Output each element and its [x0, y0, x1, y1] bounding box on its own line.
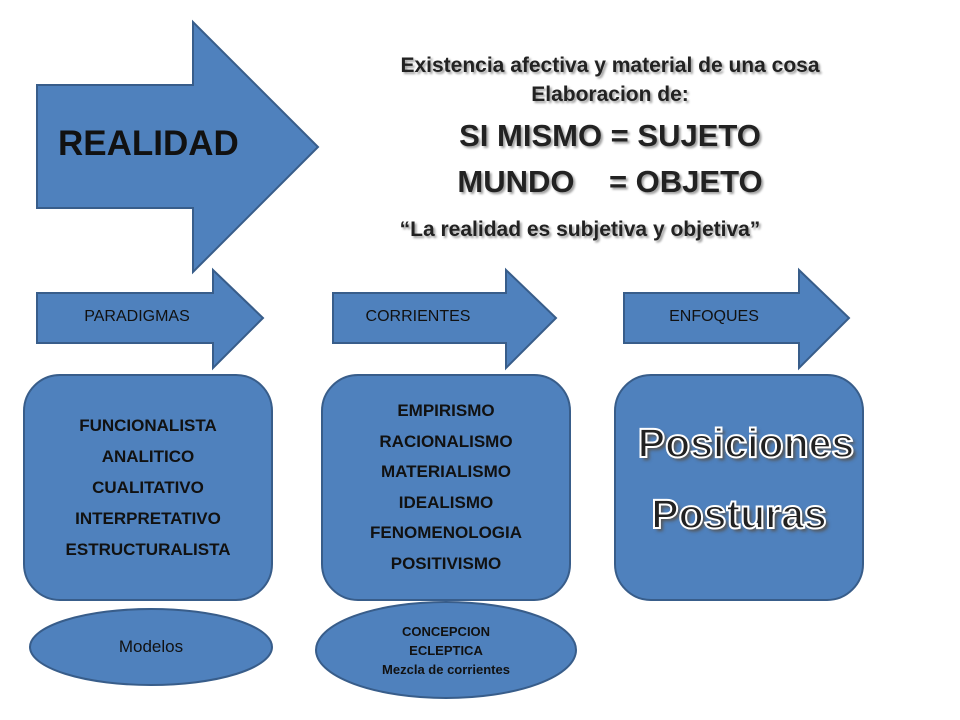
paradigmas-arrow: [36, 267, 265, 371]
paradigmas-box: [23, 374, 273, 601]
list-item: INTERPRETATIVO: [75, 509, 221, 528]
modelos-oval: [29, 608, 273, 686]
enfoques-arrow: [623, 267, 851, 371]
paradigmas-label: PARADIGMAS: [84, 308, 190, 325]
header-line-3: SI MISMO = SUJETO: [459, 118, 761, 153]
concepcion-oval: [315, 601, 577, 699]
list-item: MATERIALISMO: [380, 462, 511, 481]
list-item: POSITIVISMO: [390, 553, 502, 573]
concepcion-line: ECLEPTICA: [409, 642, 483, 658]
corrientes-box: [321, 374, 571, 601]
enfoques-box: [614, 374, 864, 601]
list-item: FENOMENOLOGIA: [369, 523, 523, 542]
enfoques-posturas: Posturas: [650, 490, 827, 538]
corrientes-label: CORRIENTES: [365, 308, 471, 325]
concepcion-label: CONCEPCION ECLEPTICA Mezcla de corriente…: [316, 606, 576, 694]
list-item: CUALITATIVO: [92, 478, 204, 497]
concepcion-line: CONCEPCION: [401, 623, 491, 639]
header-quote: “La realidad es subjetiva y objetiva”: [399, 218, 761, 241]
header-line-2: Elaboracion de:: [531, 83, 689, 106]
realidad-arrow: [36, 19, 320, 275]
corrientes-list: EMPIRISMO RACIONALISMO MATERIALISMO IDEA…: [322, 375, 570, 600]
list-item: FUNCIONALISTA: [79, 416, 217, 435]
list-item: ESTRUCTURALISTA: [65, 540, 231, 559]
list-item: IDEALISMO: [398, 492, 494, 512]
modelos-label: Modelos: [118, 637, 184, 656]
concepcion-line: Mezcla de corrientes: [382, 661, 510, 677]
realidad-label: REALIDAD: [58, 124, 239, 163]
paradigmas-list: FUNCIONALISTA ANALITICO CUALITATIVO INTE…: [24, 375, 272, 600]
corrientes-arrow: [332, 267, 558, 371]
list-item: RACIONALISMO: [379, 431, 513, 451]
header-line-1: Existencia afectiva y material de una co…: [400, 54, 820, 77]
list-item: ANALITICO: [101, 447, 195, 466]
enfoques-label: ENFOQUES: [669, 308, 759, 325]
header-line-4: MUNDO = OBJETO: [457, 164, 763, 199]
list-item: EMPIRISMO: [397, 401, 495, 420]
enfoques-posiciones: Posiciones: [637, 419, 855, 467]
